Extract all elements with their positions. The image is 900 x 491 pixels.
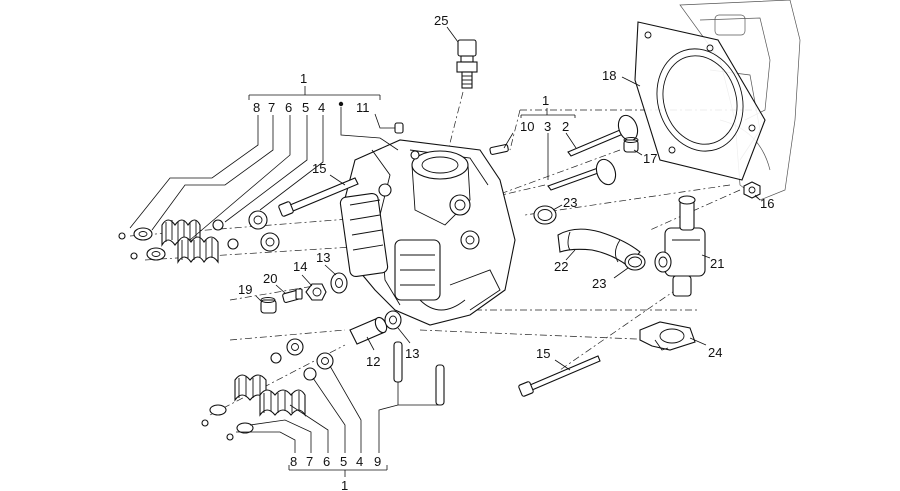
callout-24: 24 bbox=[708, 345, 722, 360]
lower-spring-stack bbox=[201, 338, 334, 441]
callout-4-top: 4 bbox=[318, 100, 325, 115]
leader-lines bbox=[129, 26, 761, 477]
callout-labels: 1 8 7 6 5 4 11 1 10 3 2 25 18 17 16 15 1… bbox=[238, 13, 774, 491]
screw-20 bbox=[282, 288, 303, 304]
seal-17 bbox=[623, 137, 639, 153]
callout-1-top-mid: 1 bbox=[542, 93, 549, 108]
callout-20: 20 bbox=[263, 271, 277, 286]
callout-13-upper: 13 bbox=[316, 250, 330, 265]
callout-2: 2 bbox=[562, 119, 569, 134]
upper-spring-stack bbox=[118, 210, 280, 264]
callout-17: 17 bbox=[643, 151, 657, 166]
callout-1-top-left: 1 bbox=[300, 71, 307, 86]
callout-15-upper: 15 bbox=[312, 161, 326, 176]
callout-10: 10 bbox=[520, 119, 534, 134]
cylinder-head bbox=[339, 139, 516, 326]
callout-15-lower: 15 bbox=[536, 346, 550, 361]
bushing-12 bbox=[349, 316, 388, 345]
callout-11-top: 11 bbox=[356, 100, 370, 115]
callout-5-bottom: 5 bbox=[340, 454, 347, 469]
dowel-pins-9 bbox=[393, 341, 445, 406]
callout-23-lower: 23 bbox=[592, 276, 606, 291]
head-gasket bbox=[634, 21, 766, 181]
callout-6-top: 6 bbox=[285, 100, 292, 115]
callout-16: 16 bbox=[760, 196, 774, 211]
callout-21: 21 bbox=[710, 256, 724, 271]
callout-7-top: 7 bbox=[268, 100, 275, 115]
callout-18: 18 bbox=[602, 68, 616, 83]
clamp-23-upper bbox=[533, 205, 557, 225]
small-dowel-11 bbox=[394, 122, 404, 134]
callout-7-bottom: 7 bbox=[306, 454, 313, 469]
washer-13-lower bbox=[384, 310, 402, 330]
callout-9-bottom: 9 bbox=[374, 454, 381, 469]
nut-14 bbox=[305, 283, 327, 301]
callout-3: 3 bbox=[544, 119, 551, 134]
callout-8-top: 8 bbox=[253, 100, 260, 115]
bolt-15-upper bbox=[278, 177, 359, 217]
callout-25: 25 bbox=[434, 13, 448, 28]
clamp-23-lower bbox=[624, 253, 646, 271]
bracket-24 bbox=[639, 321, 696, 351]
callout-14: 14 bbox=[293, 259, 307, 274]
bolt-15-lower bbox=[518, 355, 601, 397]
plug-19 bbox=[260, 297, 277, 314]
temperature-sensor bbox=[456, 39, 478, 89]
callout-12: 12 bbox=[366, 354, 380, 369]
callout-8-bottom: 8 bbox=[290, 454, 297, 469]
thermostat-housing-21 bbox=[654, 195, 706, 297]
callout-1-bottom: 1 bbox=[341, 478, 348, 491]
callout-22: 22 bbox=[554, 259, 568, 274]
callout-13-lower: 13 bbox=[405, 346, 419, 361]
callout-6-bottom: 6 bbox=[323, 454, 330, 469]
nut-16 bbox=[743, 181, 761, 199]
callout-5-top: 5 bbox=[302, 100, 309, 115]
callout-23-upper: 23 bbox=[563, 195, 577, 210]
callout-4-bottom: 4 bbox=[356, 454, 363, 469]
washer-13-upper bbox=[330, 272, 348, 294]
callout-19: 19 bbox=[238, 282, 252, 297]
